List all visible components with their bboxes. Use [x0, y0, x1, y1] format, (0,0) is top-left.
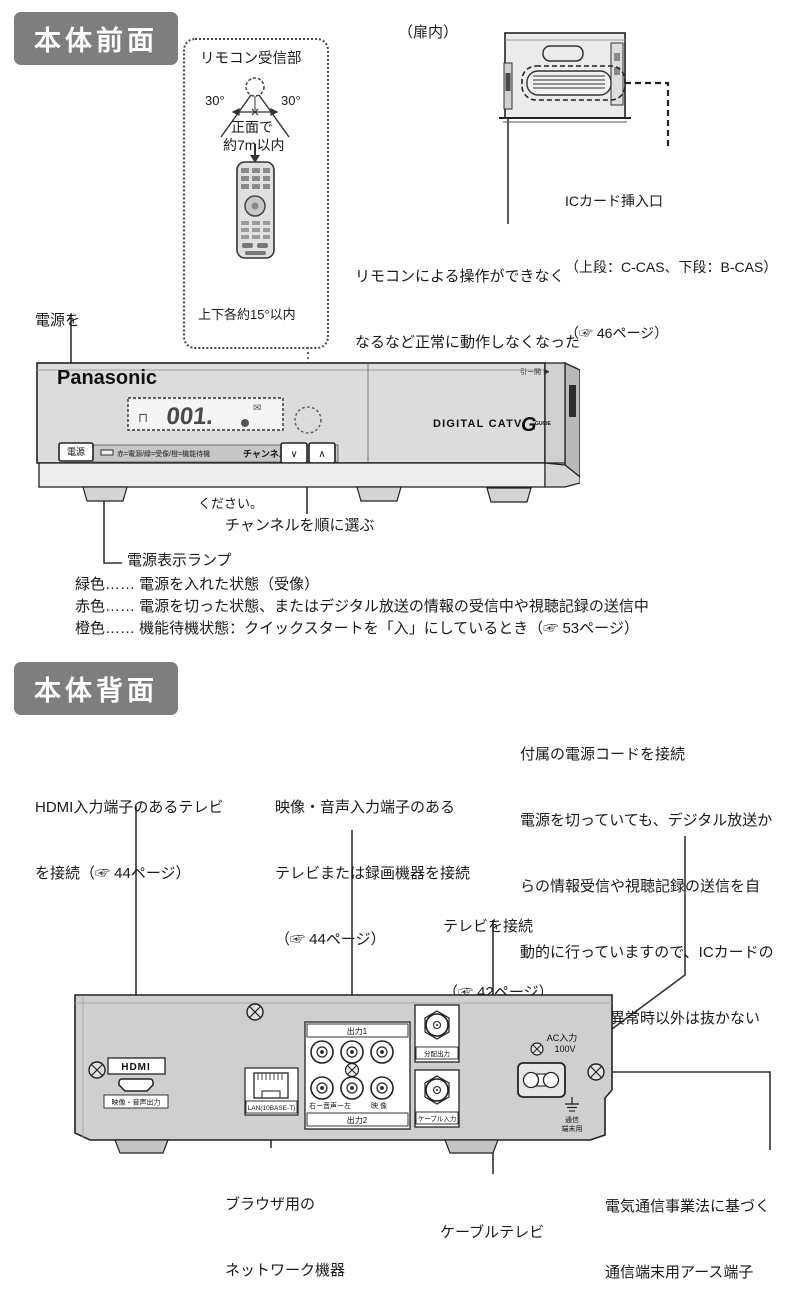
ac-label-1: AC入力	[547, 1032, 578, 1043]
front-lower-lip	[38, 462, 546, 488]
rear-panel-drawing: HDMI 映像・音声出力 LAN(10BASE-T) 出力1	[74, 994, 613, 1154]
power-button: 電源	[58, 442, 94, 462]
rear-foot	[114, 1139, 169, 1154]
g-guide-small: GUIDE	[535, 421, 552, 427]
door-inside-label: （扉内）	[398, 24, 459, 41]
screw-icon	[344, 1062, 360, 1078]
range-note-2: 約7m以内	[223, 137, 285, 153]
ic-card-door-drawing	[499, 32, 631, 123]
front-end-cap	[544, 362, 566, 464]
av-note: 映像・音声入力端子のある テレビまたは録画機器を接続 （☞ 44ページ）	[275, 799, 471, 948]
reception-cone	[220, 94, 290, 138]
cable-tv-note: ケーブルテレビ 宅内線を接続 （☞ 42ページ）	[440, 1224, 545, 1241]
ac-label-2: 100V	[554, 1044, 575, 1054]
display-digits: 001.	[165, 403, 215, 430]
ac-inlet: AC入力 100V	[517, 1032, 578, 1098]
reset-button	[505, 73, 511, 91]
earth-screw-icon	[587, 1063, 605, 1081]
front-foot	[356, 486, 402, 502]
front-section-title: 本体前面	[14, 12, 178, 65]
lan-port-label: LAN(10BASE-T)	[248, 1105, 296, 1112]
audio-row-label: 右ー音声ー左	[309, 1101, 351, 1110]
av-output-block: 出力1 右ー音声ー左 映 像 出力2	[304, 1021, 411, 1130]
ground-terminal: 通信 端末用	[562, 1097, 583, 1133]
hdmi-port-label: 映像・音声出力	[112, 1098, 161, 1107]
leader-ic-card-dashed	[625, 81, 670, 146]
front-foot	[82, 486, 128, 502]
output2-label: 出力2	[347, 1115, 368, 1125]
digital-catv-logo: DIGITAL CATV	[433, 418, 523, 430]
down-arrow-icon	[250, 144, 260, 163]
terminal-label-1: 通信	[565, 1115, 579, 1124]
angle-arrow	[231, 108, 279, 116]
earth-terminal-note: 電気通信事業法に基づく 通信端末用アース端子	[605, 1198, 771, 1281]
door-handle	[542, 45, 584, 62]
hdmi-note: HDMI入力端子のあるテレビ を接続（☞ 44ページ）	[35, 799, 224, 882]
split-output-jack: 分配出力	[414, 1004, 460, 1063]
sensor-point-icon	[245, 77, 265, 97]
screw-icon	[88, 1061, 106, 1079]
screw-icon	[530, 1042, 544, 1056]
lamp-red-desc: 赤色…… 電源を切った状態、またはデジタル放送の情報の受信中や視聴記録の送信中	[75, 598, 649, 615]
front-foot	[486, 487, 532, 503]
rear-section-badge: 本体背面	[14, 662, 178, 715]
ic-card-note: ICカード挿入口 （上段：C-CAS、下段：B-CAS） （☞ 46ページ）	[565, 193, 778, 341]
angle-right-label: 30°	[281, 93, 301, 108]
cable-input-jack: ケーブル入力	[414, 1069, 460, 1128]
rear-section-title: 本体背面	[14, 662, 178, 715]
front-side-face	[564, 361, 580, 478]
front-panel-drawing: Panasonic 引ー開 ▶ ⊓ 001. ✉ DIGITAL CATV G …	[36, 361, 580, 503]
channel-up-button: ∧	[308, 442, 336, 464]
g-guide-logo: G	[521, 414, 537, 436]
screw-icon	[246, 1003, 264, 1021]
sensor-box-title: リモコン受信部	[200, 51, 302, 67]
svg-text:∨: ∨	[290, 449, 297, 460]
channel-select-note: チャンネルを順に選ぶ	[225, 517, 375, 534]
channel-down-button: ∨	[280, 442, 308, 464]
power-led	[100, 449, 114, 456]
ic-card-slot-dashed-outline	[521, 65, 626, 101]
range-note-1: 正面で	[231, 119, 273, 135]
split-output-label: 分配出力	[424, 1049, 450, 1058]
front-section-badge: 本体前面	[14, 12, 178, 65]
svg-text:電源: 電源	[67, 447, 85, 457]
mail-icon: ✉	[253, 403, 261, 414]
ic-card-slot	[526, 70, 612, 96]
brand-logo: Panasonic	[57, 367, 157, 389]
led-caption: 赤=電源/緑=受像/橙=機能待機	[117, 449, 210, 458]
terminal-label-2: 端末用	[562, 1124, 583, 1133]
display-dot	[241, 419, 249, 427]
hdmi-output-port: HDMI 映像・音声出力	[103, 1057, 169, 1109]
remote-control-illustration	[236, 161, 275, 259]
remote-sensor-circle	[294, 406, 322, 434]
remote-sensor-box: リモコン受信部 30° 30° 正面で 約7m以内 上下各約15°以内 リモコン…	[183, 38, 329, 511]
video-row-label: 映 像	[371, 1101, 387, 1110]
hdmi-logo: HDMI	[121, 1062, 151, 1073]
front-display: ⊓ 001. ✉	[127, 397, 284, 431]
remote-sensor-graphics	[220, 77, 290, 259]
angle-left-label: 30°	[205, 93, 225, 108]
svg-text:∧: ∧	[318, 449, 325, 460]
pull-open-label: 引ー開 ▶	[520, 367, 550, 376]
side-slot	[569, 385, 576, 417]
lamp-green-desc: 緑色…… 電源を入れた状態（受像）	[75, 576, 320, 593]
power-lamp-title: 電源表示ランプ	[127, 552, 232, 569]
channel-label: チャンネル	[243, 449, 288, 459]
cable-input-label: ケーブル入力	[418, 1114, 457, 1123]
display-prefix: ⊓	[138, 410, 148, 425]
rear-foot	[444, 1139, 499, 1154]
browser-note: ブラウザ用の ネットワーク機器 （ケーブルモデムなど ブロードバンド機器） を接…	[225, 1196, 346, 1279]
lamp-orange-desc: 橙色…… 機能待機状態：クイックスタートを「入」にしているとき（☞ 53ページ）	[75, 620, 639, 637]
leader-earth-screw	[606, 1071, 771, 1150]
output1-label: 出力1	[347, 1026, 368, 1036]
lan-port: LAN(10BASE-T)	[244, 1067, 299, 1116]
